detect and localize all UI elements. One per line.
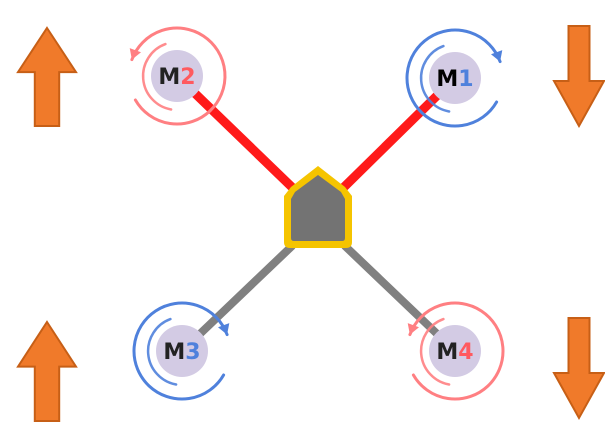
arm-m1 xyxy=(333,73,460,198)
motor-label-prefix: M xyxy=(163,340,185,365)
thrust-arrows xyxy=(16,25,605,422)
rotation-arrowhead-m3 xyxy=(218,323,230,335)
arm-m2 xyxy=(172,71,303,198)
motor-m3: M3 xyxy=(132,301,230,401)
motor-label-number: 3 xyxy=(185,340,200,365)
inner-ring-m4 xyxy=(419,317,451,386)
thrust-arrow-up-bottom-left xyxy=(16,320,78,422)
motor-label-number: 4 xyxy=(458,340,473,365)
motor-label-m2: M2 xyxy=(158,65,195,90)
motor-label-number: 1 xyxy=(458,67,473,92)
motor-label-m1: M1 xyxy=(436,67,473,92)
thrust-arrow-down-bottom-right xyxy=(552,317,605,421)
motor-hub-m4 xyxy=(429,325,481,377)
motor-m1: M1 xyxy=(405,28,503,128)
inner-ring-m3 xyxy=(146,317,178,386)
rotation-ring-m2 xyxy=(130,26,227,126)
motor-label-m4: M4 xyxy=(436,340,473,365)
motor-label-m3: M3 xyxy=(163,340,200,365)
motor-hub-m2 xyxy=(151,50,203,102)
thrust-arrow-up-top-left xyxy=(16,26,78,127)
inner-ring-m2 xyxy=(141,42,173,111)
rotation-ring-m3 xyxy=(132,301,229,401)
motor-m2: M2 xyxy=(129,26,227,126)
motor-m4: M4 xyxy=(407,301,505,401)
motor-label-prefix: M xyxy=(436,67,458,92)
rotation-ring-m1 xyxy=(405,28,502,128)
motor-label-prefix: M xyxy=(436,340,458,365)
thrust-arrow-down-top-right xyxy=(552,25,605,129)
inner-ring-m1 xyxy=(419,44,451,113)
flight-controller-body xyxy=(291,175,345,241)
rotation-ring-m4 xyxy=(408,301,505,401)
frame-body xyxy=(284,166,352,248)
rotation-arrowhead-m2 xyxy=(129,48,141,60)
rotation-arrowhead-m4 xyxy=(407,323,419,335)
motor-label-prefix: M xyxy=(158,65,180,90)
motor-hub-m1 xyxy=(429,52,481,104)
rotation-arrowhead-m1 xyxy=(491,50,503,62)
motor-label-number: 2 xyxy=(180,65,195,90)
motor-hub-m3 xyxy=(156,325,208,377)
